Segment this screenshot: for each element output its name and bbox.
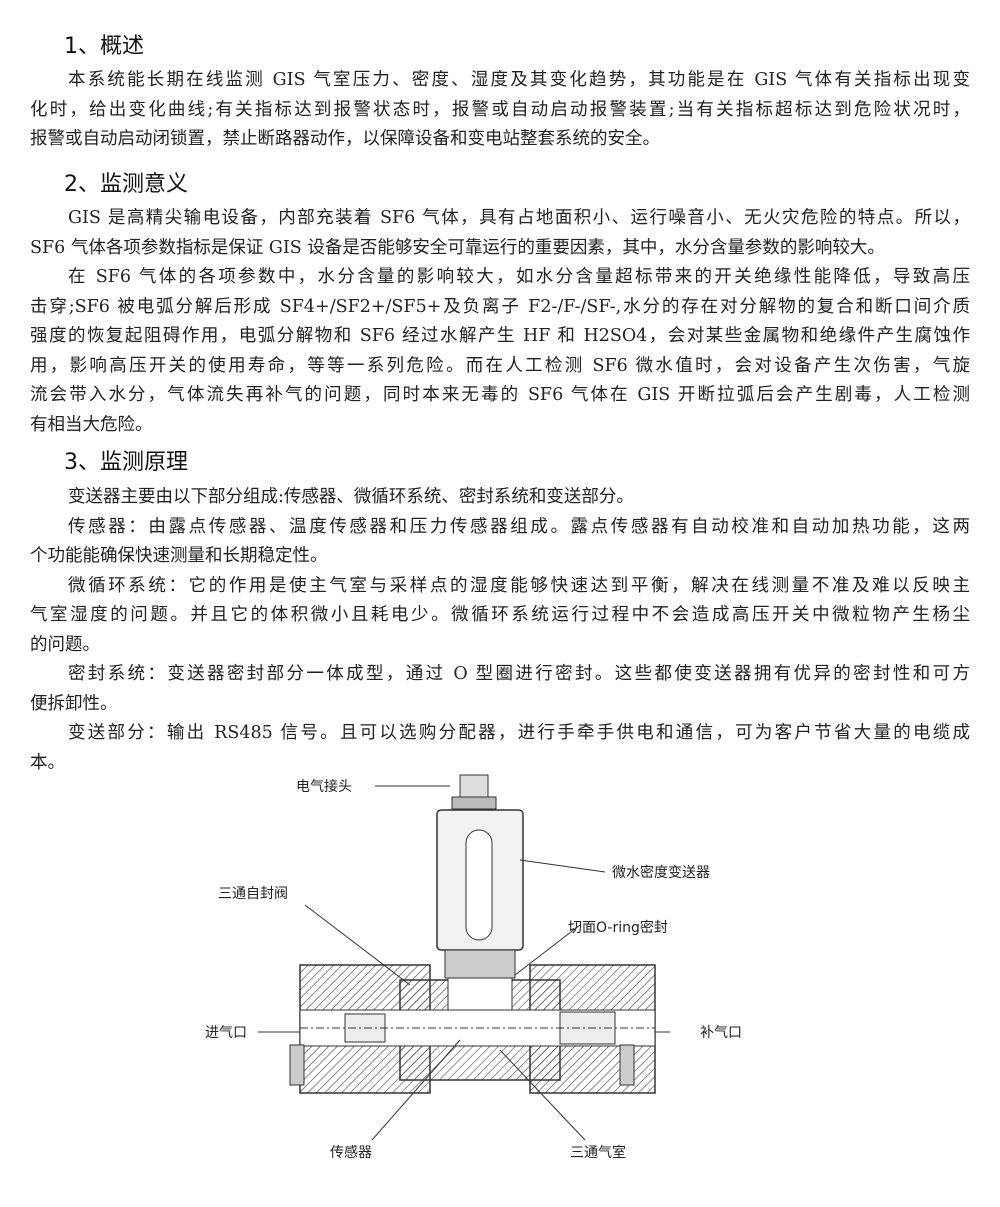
mount-bolt-right — [619, 1044, 635, 1086]
label-connector: 电气接头 — [296, 778, 352, 795]
paragraph-line: 的问题。 — [30, 634, 100, 655]
paragraph-line: 微循环系统：它的作用是使主气室与采样点的湿度能够快速达到平衡，解决在线测量不准及… — [68, 575, 970, 596]
sensor-cavity — [447, 977, 513, 1011]
label-inlet: 进气口 — [205, 1025, 247, 1041]
paragraph-line: 个功能能确保快速测量和长期稳定性。 — [30, 546, 328, 566]
heading-overview: 1、概述 — [64, 34, 144, 59]
paragraph-line: 传感器：由露点传感器、温度传感器和压力传感器组成。露点传感器有自动校准和自动加热… — [68, 516, 970, 537]
paragraph-line: 变送部分：输出 RS485 信号。且可以选购分配器，进行手牵手供电和通信，可为客… — [68, 723, 970, 743]
heading-significance: 2、监测意义 — [64, 172, 188, 197]
paragraph-line: 化时，给出变化曲线;有关指标达到报警状态时，报警或自动启动报警装置;当有关指标超… — [30, 99, 970, 120]
section-principle-body: 变送器主要由以下部分组成:传感器、微循环系统、密封系统和变送部分。传感器：由露点… — [30, 483, 970, 778]
label-refill: 补气口 — [700, 1025, 742, 1041]
label-oring: 切面O-ring密封 — [568, 919, 668, 936]
transmitter-window — [465, 829, 493, 941]
paragraph-line: 流会带入水分，气体流失再补气的问题，同时本来无毒的 SF6 气体在 GIS 开断… — [30, 385, 970, 405]
paragraph-line: 击穿;SF6 被电弧分解后形成 SF4+/SF2+/SF5+及负离子 F2-/F… — [30, 296, 970, 317]
paragraph-line: 用，影响高压开关的使用寿命，等等一系列危险。而在人工检测 SF6 微水值时，会对… — [30, 355, 970, 376]
paragraph-line: 有相当大危险。 — [30, 414, 153, 435]
connector-nut — [451, 796, 497, 810]
paragraph-line: 变送器主要由以下部分组成:传感器、微循环系统、密封系统和变送部分。 — [68, 487, 634, 507]
label-valve: 三通自封阀 — [218, 886, 288, 902]
label-sensor: 传感器 — [330, 1144, 372, 1161]
section-overview-body: 本系统能长期在线监测 GIS 气室压力、密度、湿度及其变化趋势，其功能是在 GI… — [30, 66, 970, 155]
paragraph-line: 强度的恢复起阻碍作用，电弧分解物和 SF6 经过水解产生 HF 和 H2SO4，… — [30, 326, 970, 346]
paragraph-line: 便拆卸性。 — [30, 693, 118, 714]
paragraph-line: 本。 — [30, 752, 65, 773]
transmitter-thread — [444, 949, 516, 979]
paragraph-line: 在 SF6 气体的各项参数中，水分含量的影响较大，如水分含量超标带来的开关绝缘性… — [68, 267, 970, 287]
paragraph-line: 报警或自动启动闭锁置，禁止断路器动作，以保障设备和变电站整套系统的安全。 — [30, 129, 660, 149]
connector-shape — [459, 774, 489, 798]
section-significance-body: GIS 是高精尖输电设备，内部充装着 SF6 气体，具有占地面积小、运行噪音小、… — [30, 204, 970, 440]
paragraph-line: GIS 是高精尖输电设备，内部充装着 SF6 气体，具有占地面积小、运行噪音小、… — [68, 208, 970, 228]
transmitter-structure-diagram: 电气接头 微水密度变送器 三通自封阀 切面O-ring密封 进气口 补气口 传感… — [205, 774, 742, 1161]
label-transmitter: 微水密度变送器 — [612, 864, 710, 881]
paragraph-line: 本系统能长期在线监测 GIS 气室压力、密度、湿度及其变化趋势，其功能是在 GI… — [68, 70, 970, 90]
label-chamber: 三通气室 — [570, 1144, 626, 1161]
paragraph-line: 气室湿度的问题。并且它的体积微小且耗电少。微循环系统运行过程中不会造成高压开关中… — [30, 605, 970, 625]
leader-lines — [258, 785, 670, 1141]
paragraph-line: 密封系统：变送器密封部分一体成型，通过 O 型圈进行密封。这些都使变送器拥有优异… — [68, 664, 970, 684]
paragraph-line: SF6 气体各项参数指标是保证 GIS 设备是否能够安全可靠运行的重要因素，其中… — [30, 237, 885, 258]
mount-bolt-left — [289, 1044, 305, 1086]
heading-principle: 3、监测原理 — [64, 450, 188, 475]
